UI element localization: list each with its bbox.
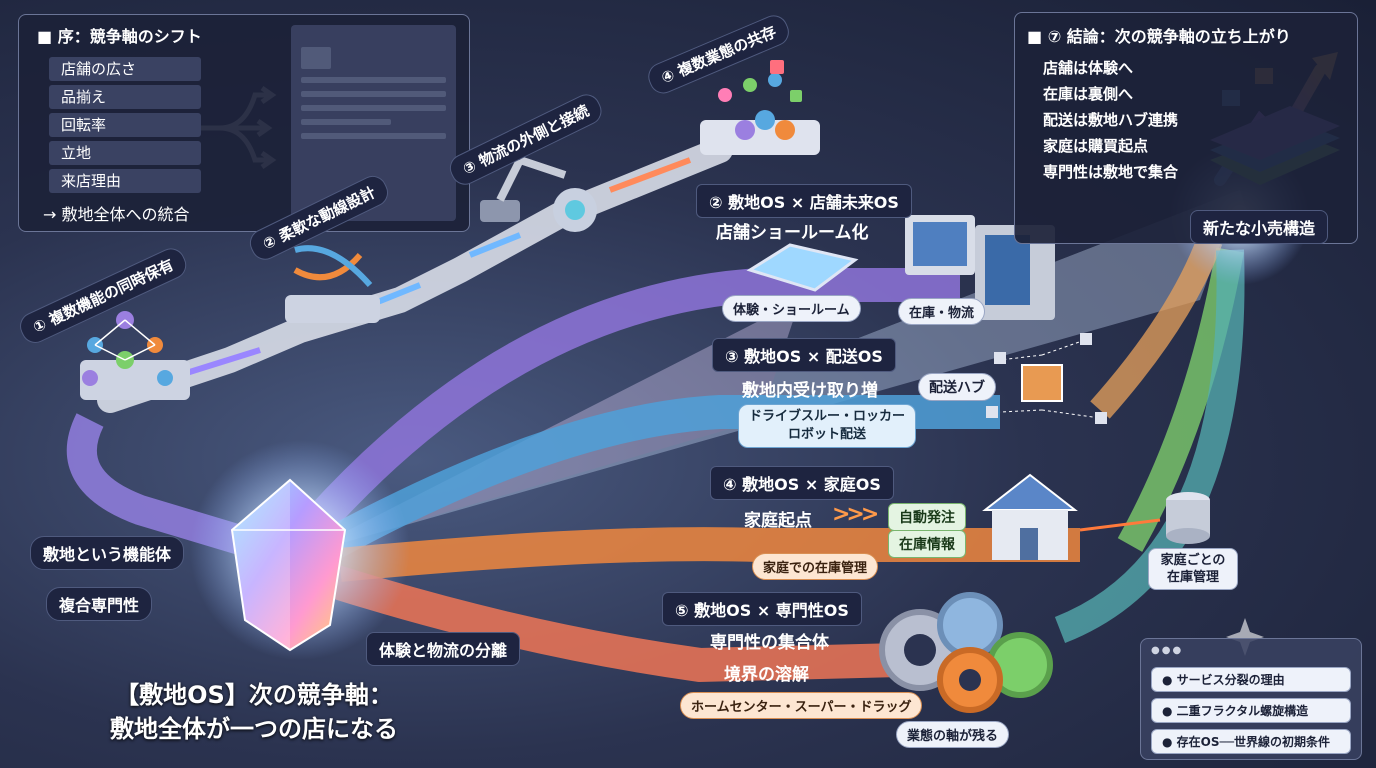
bullet-icon: ● (1162, 735, 1177, 749)
side-item-2-text: 二重フラクタル螺旋構造 (1176, 704, 1309, 718)
chevrons-icon: >>> (832, 502, 879, 527)
os4-tag1: 自動発注 (888, 503, 966, 531)
new-retail-badge: 新たな小売構造 (1190, 210, 1329, 244)
conclusion-item: 配送は敷地ハブ連携 (1043, 111, 1179, 129)
intro-item: 回転率 (49, 113, 201, 137)
main-title-line1: 【敷地OS】次の競争軸： (115, 681, 393, 709)
os2-title: ② 敷地OS × 店舗未来OS (696, 184, 912, 218)
left-tag2: 複合専門性 (46, 587, 153, 621)
arrow-step3 (468, 232, 522, 258)
purple-band-left (66, 413, 245, 555)
side-panel: ●●● ● サービス分裂の理由 ● 二重フラクタル螺旋構造 ● 存在OS──世界… (1140, 638, 1362, 760)
intro-title: ■ 序：競争軸のシフト (37, 27, 202, 46)
os3-detail2: ロボット配送 (788, 427, 867, 442)
route-icon (285, 245, 380, 323)
intro-item: 店舗の広さ (49, 57, 201, 81)
conclusion-title: ■ ⑦ 結論：次の競争軸の立ち上がり (1027, 27, 1291, 46)
os5-detail: ホームセンター・スーパー・ドラッグ (680, 692, 923, 719)
os4-line1: 家庭起点 (744, 511, 812, 531)
os2-subtitle: 店舗ショールーム化 (716, 223, 869, 243)
side-item-1-text: サービス分裂の理由 (1176, 673, 1285, 687)
side-item-1[interactable]: ● サービス分裂の理由 (1151, 667, 1351, 692)
os2-label-left: 体験・ショールーム (722, 295, 861, 322)
bullet-icon: ● (1162, 673, 1177, 687)
conclusion-item: 店舗は体験へ (1043, 59, 1134, 77)
orange-flow-os4 (338, 527, 1080, 582)
main-title-line2: 敷地全体が一つの店になる (110, 715, 398, 743)
network-icon (80, 311, 190, 400)
os4-side: 家庭ごとの在庫管理 (1148, 548, 1238, 590)
intro-result: → 敷地全体への統合 (43, 205, 190, 224)
os4-tag2: 在庫情報 (888, 530, 966, 558)
sparkle-icon (1226, 618, 1264, 656)
robot-arm-icon (480, 156, 597, 232)
os3-detail: ドライブスルー・ロッカー ロボット配送 (738, 404, 917, 448)
intro-list: 店舗の広さ 品揃え 回転率 立地 来店理由 (49, 57, 201, 197)
bullet-icon: ● (1162, 704, 1177, 718)
os4-side-text: 家庭ごとの在庫管理 (1160, 553, 1226, 585)
left-tag1: 敷地という機能体 (30, 536, 185, 570)
crystal-icon (230, 478, 347, 652)
arrow-step1 (179, 347, 261, 378)
os5-line2: 境界の溶解 (724, 665, 809, 685)
side-item-3[interactable]: ● 存在OS──世界線の初期条件 (1151, 729, 1351, 754)
os5-line1: 専門性の集合体 (710, 633, 829, 653)
storage-icon (905, 215, 1055, 320)
separation-label: 体験と物流の分離 (366, 632, 521, 666)
intro-item: 立地 (49, 141, 201, 165)
main-title: 【敷地OS】次の競争軸： 敷地全体が一つの店になる (84, 678, 424, 746)
intro-item: 品揃え (49, 85, 201, 109)
os3-detail1: ドライブスルー・ロッカー (749, 409, 906, 424)
conclusion-item: 在庫は裏側へ (1043, 85, 1134, 103)
os2-label-right: 在庫・物流 (898, 298, 986, 325)
side-item-3-text: 存在OS──世界線の初期条件 (1176, 735, 1330, 749)
os3-title: ③ 敷地OS × 配送OS (712, 338, 896, 372)
purple-flow-os2 (307, 268, 960, 532)
conclusion-list: 店舗は体験へ 在庫は裏側へ 配送は敷地ハブ連携 家庭は購買起点 専門性は敷地で集… (1043, 55, 1178, 185)
os5-bottom: 業態の軸が残る (896, 721, 1010, 748)
intro-item: 来店理由 (49, 169, 201, 193)
delivery-hub-icon (986, 333, 1107, 424)
tablet-icon (746, 243, 859, 292)
intro-panel: ■ 序：競争軸のシフト 店舗の広さ 品揃え 回転率 立地 来店理由 → 敷地全体… (18, 14, 470, 232)
os5-title: ⑤ 敷地OS × 専門性OS (662, 592, 862, 626)
conclusion-item: 家庭は購買起点 (1043, 137, 1149, 155)
house-icon (982, 473, 1078, 560)
store-cluster-icon (700, 60, 820, 155)
database-icon (1079, 492, 1210, 544)
conclusion-item: 専門性は敷地で集合 (1043, 163, 1179, 181)
conclusion-panel: ■ ⑦ 結論：次の競争軸の立ち上がり 店舗は体験へ 在庫は裏側へ 配送は敷地ハブ… (1014, 12, 1358, 244)
os3-line1: 敷地内受け取り増 (742, 381, 878, 401)
side-item-2[interactable]: ● 二重フラクタル螺旋構造 (1151, 698, 1351, 723)
os4-bottom: 家庭での在庫管理 (752, 553, 879, 580)
os4-title: ④ 敷地OS × 家庭OS (710, 466, 894, 500)
os3-hub-label: 配送ハブ (918, 373, 996, 401)
window-dots-icon: ●●● (1151, 645, 1184, 656)
arrow-step4 (608, 157, 692, 193)
gears-icon (879, 592, 1053, 713)
